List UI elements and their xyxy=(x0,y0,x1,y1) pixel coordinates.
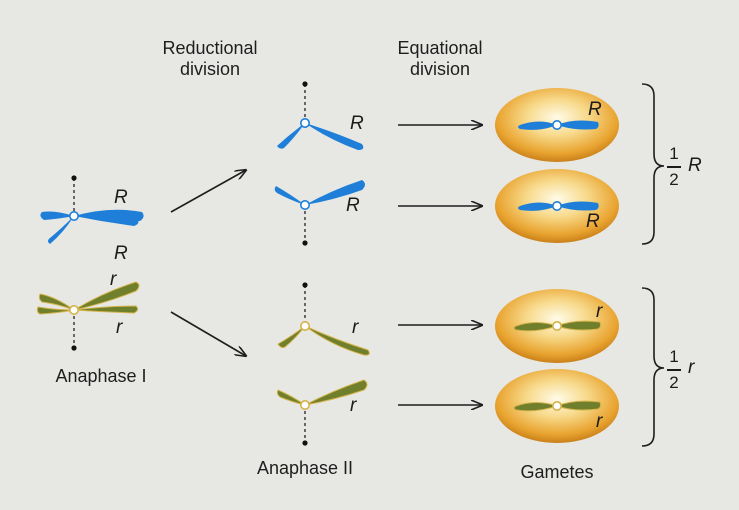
gamete-3 xyxy=(495,289,619,363)
fraction-upper-bar xyxy=(667,166,681,168)
allele-label: R xyxy=(346,195,360,216)
gamete-2 xyxy=(495,169,619,243)
equational-division-label: Equational division xyxy=(397,38,483,79)
fraction-lower-numerator: 1 xyxy=(669,347,679,366)
fraction-lower-denominator: 2 xyxy=(669,373,679,392)
allele-label: R xyxy=(586,211,600,232)
allele-label: r xyxy=(596,411,603,432)
brace-lower xyxy=(641,287,665,447)
fraction-lower-allele: r xyxy=(688,357,695,378)
anaphase1-green-chromosome xyxy=(36,281,140,351)
reductional-division-label: Reductional division xyxy=(162,38,258,79)
anaphase1-blue-chromosome xyxy=(40,175,144,244)
fraction-upper-allele: R xyxy=(688,155,702,176)
allele-label: R xyxy=(350,113,364,134)
gamete-1 xyxy=(495,88,619,162)
anaphase2-blue-lower xyxy=(274,180,365,246)
brace-upper xyxy=(641,83,665,245)
allele-label: R xyxy=(588,99,602,120)
anaphase2-label: Anaphase II xyxy=(256,458,354,478)
allele-label: r xyxy=(352,317,359,338)
allele-label: R xyxy=(114,187,128,208)
anaphase2-green-lower xyxy=(276,379,368,446)
arrow-to-blue-anaphase2 xyxy=(170,170,246,213)
allele-label: r xyxy=(596,301,603,322)
allele-label: r xyxy=(110,269,117,290)
gametes-label: Gametes xyxy=(520,462,594,482)
anaphase2-blue-upper xyxy=(277,81,364,150)
fraction-upper-numerator: 1 xyxy=(669,144,679,163)
arrow-to-green-anaphase2 xyxy=(170,311,246,356)
gamete-4 xyxy=(495,369,619,443)
anaphase1-label: Anaphase I xyxy=(55,366,147,386)
anaphase2-green-upper xyxy=(277,282,370,356)
allele-label: R xyxy=(114,243,128,264)
allele-label: r xyxy=(350,395,357,416)
allele-label: r xyxy=(116,317,123,338)
fraction-upper-denominator: 2 xyxy=(669,170,679,189)
fraction-lower-bar xyxy=(667,369,681,371)
